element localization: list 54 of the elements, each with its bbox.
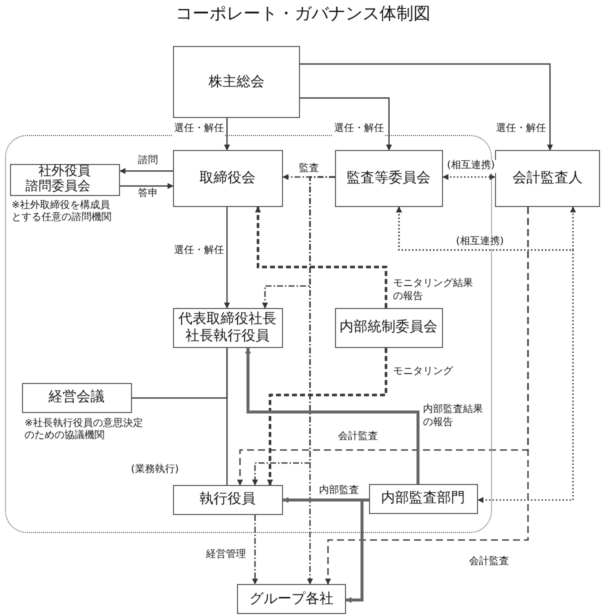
edge-label: (相互連携) [446, 160, 496, 172]
diagram-title: コーポレート・ガバナンス体制図 [174, 3, 432, 25]
note-text: ※社長執行役員の意思決定のための協議機関 [24, 418, 144, 442]
edge-label: 選任・解任 [173, 123, 225, 136]
edge-label: 選任・解任 [333, 123, 385, 136]
org-box [334, 150, 442, 206]
box-label: 執行役員 [200, 491, 256, 508]
connector-arrow [120, 183, 174, 189]
edge-label: 内部監査 [318, 485, 360, 498]
box-label: グループ各社 [250, 590, 334, 608]
connector-arrow [267, 348, 388, 486]
connector-arrow [252, 515, 258, 585]
org-box [22, 382, 132, 412]
edge-label: 会計監査 [337, 431, 379, 444]
connector-arrow [300, 97, 392, 151]
box-label: 会計監査人 [512, 170, 582, 187]
box-label: 経営会議 [48, 389, 104, 406]
connector-arrow [396, 206, 574, 503]
org-box [172, 484, 282, 514]
edge-label: 選任・解任 [495, 123, 547, 136]
edge-label: 会計監査 [468, 556, 510, 568]
connector-arrow [325, 207, 529, 585]
connector-arrow [245, 347, 420, 484]
connector-arrow [255, 206, 388, 308]
org-box [334, 308, 442, 348]
box-label: 内部監査部門 [381, 490, 465, 507]
org-box [173, 46, 300, 118]
connector-arrow [345, 498, 369, 603]
org-box [368, 484, 478, 514]
org-box [10, 164, 120, 196]
org-box [495, 150, 600, 207]
box-label: 取締役会 [200, 170, 256, 186]
edge-label: (相互連携) [455, 236, 505, 248]
box-label: 社外役員諮問委員会 [26, 165, 90, 194]
connector-arrow [307, 176, 335, 585]
edge-label: (業務執行) [130, 464, 180, 476]
connector-arrow [224, 118, 230, 151]
edge-label: モニタリング [392, 366, 454, 378]
connector-arrow [119, 168, 173, 174]
box-label: 監査等委員会 [346, 170, 430, 186]
connector-arrow [300, 63, 553, 151]
edge-label: 監査 [298, 163, 320, 176]
edge-label: 諮問 [137, 155, 159, 168]
box-label: 内部統制委員会 [340, 319, 438, 336]
box-label: 代表取締役社長社長執行役員 [178, 310, 278, 344]
edge-label: 選任・解任 [173, 245, 225, 258]
edge-label: 答申 [137, 188, 159, 200]
org-box [237, 584, 346, 614]
edge-label: 経営管理 [205, 549, 247, 562]
connector-arrow [442, 174, 496, 180]
connector-arrow [224, 207, 230, 309]
note-text: ※社外取締役を構成員とする任意の諮問機関 [12, 200, 112, 224]
box-label: 株主総会 [208, 74, 264, 90]
org-box [172, 150, 282, 206]
